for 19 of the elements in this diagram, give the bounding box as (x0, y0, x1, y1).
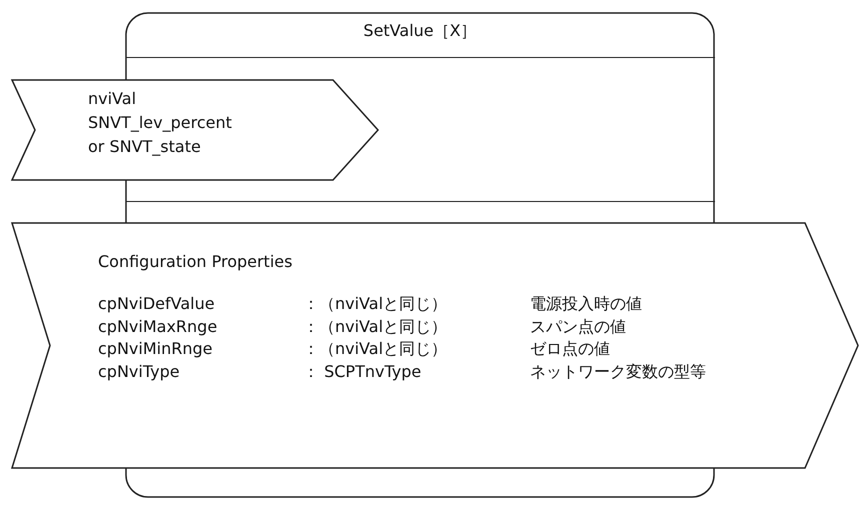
property-type: ：（nviValと同じ） (303, 338, 448, 360)
property-name: cpNviMaxRnge (98, 316, 218, 338)
property-name: cpNviType (98, 360, 180, 382)
variable-name: nviVal (88, 88, 136, 110)
property-name: cpNviDefValue (98, 293, 215, 315)
variable-type: or SNVT_state (88, 136, 201, 158)
input-chevron (12, 80, 378, 180)
variable-type: SNVT_lev_percent (88, 112, 232, 134)
property-description: ネットワーク変数の型等 (530, 360, 706, 382)
property-name: cpNviMinRnge (98, 338, 212, 360)
property-type: ：（nviValと同じ） (303, 293, 448, 315)
property-description: 電源投入時の値 (530, 293, 642, 315)
property-type: ：（nviValと同じ） (303, 316, 448, 338)
configuration-chevron (12, 223, 858, 468)
section-heading: Configuration Properties (98, 251, 292, 273)
block-title: SetValue［X］ (362, 20, 478, 42)
property-description: スパン点の値 (530, 316, 626, 338)
property-description: ゼロ点の値 (530, 338, 610, 360)
property-type: ： SCPTnvType (303, 360, 422, 382)
